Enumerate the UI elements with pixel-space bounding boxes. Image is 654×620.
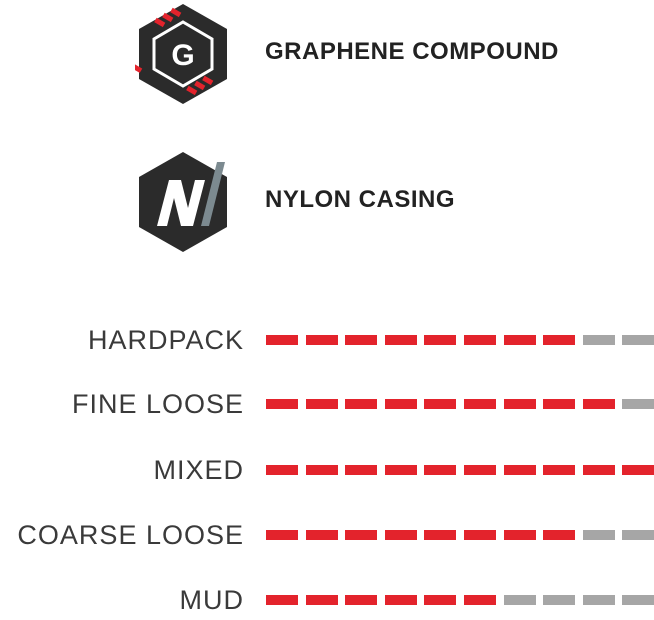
rating-dash-filled (464, 595, 496, 605)
rating-dash-empty (622, 335, 654, 345)
rating-dash-filled (464, 530, 496, 540)
rating-dash-filled (503, 399, 536, 409)
rating-dash-filled (266, 335, 298, 345)
rating-dash-filled (424, 399, 457, 409)
rating-dash-filled (543, 335, 576, 345)
terrain-label: FINE LOOSE (71, 389, 244, 419)
rating-dash-filled (305, 335, 338, 345)
rating-dash-empty (582, 335, 615, 345)
rating-dash-empty (622, 595, 654, 605)
graphene-badge-letter: G (171, 39, 194, 72)
terrain-label: MUD (179, 585, 244, 615)
rating-dash-empty (582, 595, 615, 605)
rating-dash-filled (424, 335, 457, 345)
rating-row-mud: MUD (0, 580, 654, 620)
terrain-label: COARSE LOOSE (17, 520, 244, 550)
rating-dashes (266, 335, 654, 345)
rating-row-fine-loose: FINE LOOSE (0, 384, 654, 424)
rating-dash-filled (266, 399, 298, 409)
rating-dashes (266, 399, 654, 409)
rating-dash-filled (424, 530, 457, 540)
rating-dashes (266, 595, 654, 605)
rating-row-hardpack: HARDPACK (0, 320, 654, 360)
rating-dash-filled (503, 530, 536, 540)
rating-dash-filled (503, 335, 536, 345)
rating-dash-filled (464, 335, 496, 345)
rating-dash-empty (503, 595, 536, 605)
rating-dash-empty (582, 530, 615, 540)
rating-dash-filled (384, 595, 417, 605)
feature-label-graphene: GRAPHENE COMPOUND (265, 38, 559, 65)
rating-dash-filled (384, 530, 417, 540)
rating-dash-filled (543, 465, 576, 475)
rating-dash-filled (345, 465, 378, 475)
rating-dash-empty (622, 399, 654, 409)
nylon-n-hex-badge-icon (139, 152, 227, 252)
terrain-label: MIXED (153, 455, 244, 485)
feature-label-nylon: NYLON CASING (265, 186, 456, 213)
rating-dash-filled (345, 335, 378, 345)
rating-dash-filled (305, 399, 338, 409)
feature-nylon: NYLON CASING (0, 150, 654, 262)
rating-dash-filled (266, 465, 298, 475)
rating-dash-filled (582, 399, 615, 409)
rating-dash-filled (384, 399, 417, 409)
rating-dash-filled (305, 530, 338, 540)
rating-dash-filled (424, 595, 457, 605)
rating-dash-filled (305, 465, 338, 475)
rating-row-coarse-loose: COARSE LOOSE (0, 515, 654, 555)
rating-dash-filled (266, 595, 298, 605)
rating-dash-filled (464, 399, 496, 409)
rating-dash-filled (345, 399, 378, 409)
rating-dash-filled (622, 465, 654, 475)
rating-dash-filled (345, 595, 378, 605)
rating-dash-filled (464, 465, 496, 475)
rating-dash-filled (543, 399, 576, 409)
terrain-label: HARDPACK (87, 325, 244, 355)
rating-dash-empty (543, 595, 576, 605)
rating-dash-filled (424, 465, 457, 475)
rating-dash-filled (345, 530, 378, 540)
rating-dash-filled (543, 530, 576, 540)
rating-dash-filled (305, 595, 338, 605)
rating-dashes (266, 465, 654, 475)
rating-dash-filled (582, 465, 615, 475)
rating-dash-filled (266, 530, 298, 540)
rating-dash-filled (384, 335, 417, 345)
rating-dash-filled (384, 465, 417, 475)
rating-row-mixed: MIXED (0, 450, 654, 490)
rating-dashes (266, 530, 654, 540)
graphene-g-hex-badge-icon: G (135, 4, 227, 104)
rating-dash-empty (622, 530, 654, 540)
feature-graphene: G GRAPHENE COMPOUND (0, 0, 654, 112)
rating-dash-filled (503, 465, 536, 475)
